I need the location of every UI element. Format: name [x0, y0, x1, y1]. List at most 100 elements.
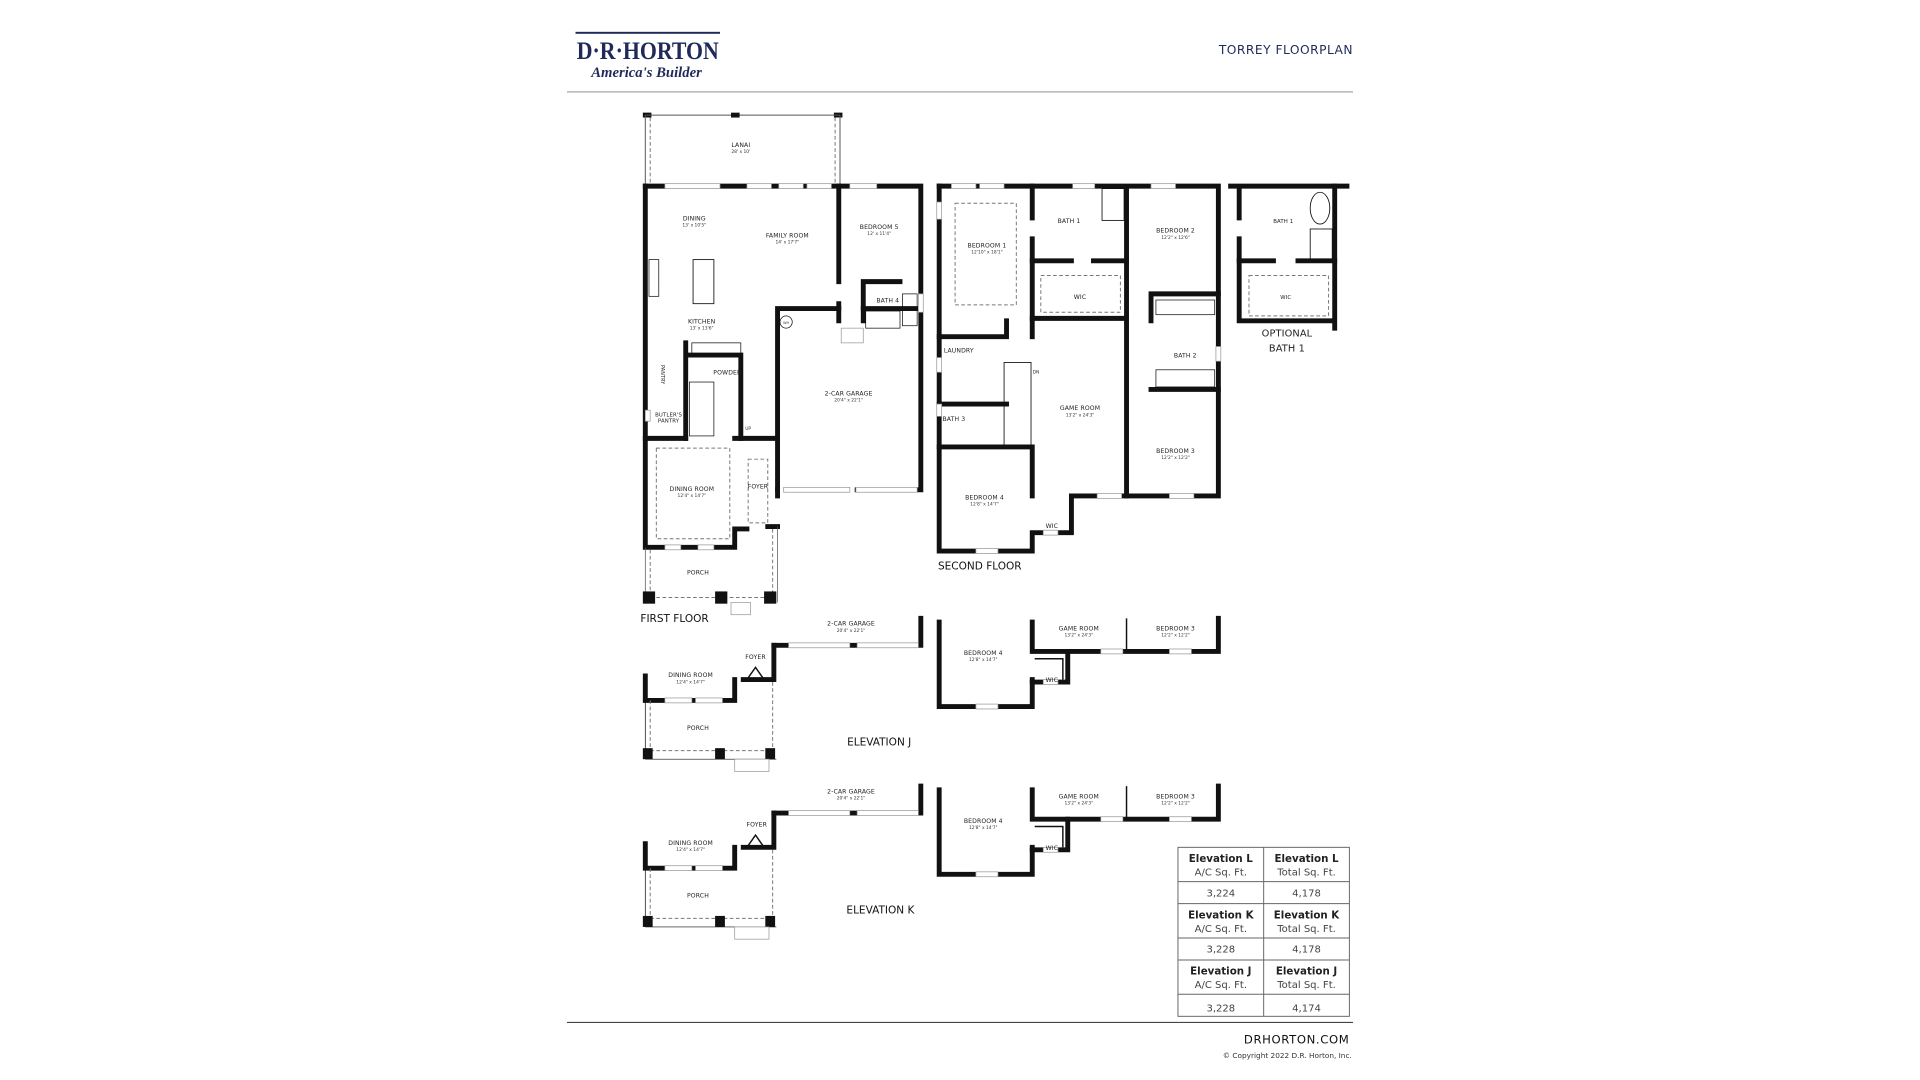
- optional-bath-label-line1: OPTIONAL: [1262, 329, 1313, 340]
- footer: DRHORTON.COM © Copyright 2022 D.R. Horto…: [566, 1021, 1354, 1060]
- optional-bath-1-room: BATH 1: [1273, 219, 1293, 225]
- elev-k-game-room: GAME ROOM: [1059, 793, 1099, 800]
- header-ac-k: Elevation K: [1188, 909, 1254, 921]
- elev-j-wic: WIC: [1046, 677, 1058, 684]
- value-ac-j: 3,228: [1206, 1003, 1235, 1014]
- website-link[interactable]: DRHORTON.COM: [1244, 1032, 1349, 1046]
- room-game-room: GAME ROOM: [1060, 405, 1100, 412]
- optional-bath-1-plan: BATH 1 WIC OPTIONAL BATH 1: [1228, 183, 1350, 354]
- stairs-down-label: DN: [1033, 369, 1040, 375]
- room-laundry: LAUNDRY: [944, 348, 974, 355]
- stairs-up-label: UP: [745, 426, 751, 432]
- elev-j-bedroom-3: BEDROOM 3: [1156, 626, 1195, 633]
- room-powder: POWDER: [713, 370, 742, 377]
- first-floor-label: FIRST FLOOR: [640, 613, 708, 625]
- room-bedroom-1-dims: 12'10" x 18'1": [971, 249, 1002, 255]
- elev-k-porch: PORCH: [687, 893, 709, 900]
- room-bath-4: BATH 4: [876, 297, 899, 304]
- room-wic-primary: WIC: [1074, 294, 1086, 301]
- table-row-elevation-l: Elevation L A/C Sq. Ft. Elevation L Tota…: [1189, 853, 1339, 899]
- header-ac-l: Elevation L: [1189, 853, 1253, 865]
- subheader-ac-k: A/C Sq. Ft.: [1195, 924, 1247, 935]
- drhorton-logo: D·R·HORTON America's Builder: [575, 31, 720, 81]
- room-dining-room-dims: 12'4" x 14'7": [678, 493, 707, 499]
- optional-wic-room: WIC: [1280, 295, 1291, 301]
- room-bedroom-4: BEDROOM 4: [965, 495, 1004, 502]
- elev-k-dining-room-dims: 12'4" x 14'7": [676, 847, 705, 853]
- room-wic-bedroom-4: WIC: [1046, 523, 1058, 530]
- elev-k-foyer: FOYER: [747, 822, 768, 829]
- elev-k-game-room-dims: 13'2" x 24'3": [1064, 800, 1093, 806]
- header-ac-j: Elevation J: [1190, 966, 1251, 978]
- room-bedroom-3-dims: 12'2" x 12'2": [1161, 455, 1190, 461]
- room-dining-dims: 13' x 10'5": [682, 223, 706, 229]
- subheader-total-k: Total Sq. Ft.: [1276, 924, 1336, 935]
- elev-j-garage-dims: 20'4" x 22'1": [837, 628, 866, 634]
- elevation-j-label: ELEVATION J: [847, 737, 911, 749]
- second-floor-label: SECOND FLOOR: [938, 560, 1022, 572]
- copyright: © Copyright 2022 D.R. Horton, Inc.: [1223, 1051, 1352, 1060]
- subheader-ac-l: A/C Sq. Ft.: [1195, 868, 1247, 879]
- room-bedroom-4-dims: 12'8" x 14'7": [970, 502, 999, 508]
- table-row-elevation-j: Elevation J A/C Sq. Ft. Elevation J Tota…: [1190, 966, 1337, 1015]
- first-floor-plan: WH UP LANAI 28' x 10' DINING 13' x 10'5"…: [640, 112, 924, 625]
- room-porch: PORCH: [687, 569, 709, 576]
- elev-j-dining-room-dims: 12'4" x 14'7": [676, 679, 705, 685]
- room-bedroom-2: BEDROOM 2: [1156, 228, 1195, 235]
- value-total-l: 4,178: [1292, 888, 1321, 899]
- header-total-l: Elevation L: [1275, 853, 1339, 865]
- square-footage-table: Elevation L A/C Sq. Ft. Elevation L Tota…: [1177, 846, 1350, 1017]
- elev-k-bedroom-3: BEDROOM 3: [1156, 793, 1195, 800]
- elev-k-bedroom-4-dims: 12'8" x 14'7": [969, 825, 998, 831]
- room-bedroom-5-dims: 12' x 11'4": [867, 231, 891, 237]
- header: D·R·HORTON America's Builder TORREY FLOO…: [566, 31, 1354, 93]
- subheader-ac-j: A/C Sq. Ft.: [1195, 980, 1247, 991]
- elevation-j-plan: 2-CAR GARAGE 20'4" x 22'1" FOYER DINING …: [643, 618, 1219, 771]
- value-total-k: 4,178: [1292, 945, 1321, 956]
- value-total-j: 4,174: [1292, 1003, 1321, 1014]
- table-row-elevation-k: Elevation K A/C Sq. Ft. Elevation K Tota…: [1188, 909, 1340, 955]
- water-heater-label: WH: [783, 321, 789, 325]
- value-ac-l: 3,224: [1206, 888, 1235, 899]
- room-bath-3: BATH 3: [942, 416, 965, 423]
- elev-k-wic: WIC: [1046, 845, 1058, 852]
- room-bedroom-5: BEDROOM 5: [860, 224, 899, 231]
- elev-k-bedroom-4: BEDROOM 4: [964, 818, 1003, 825]
- room-kitchen: KITCHEN: [688, 318, 715, 325]
- elev-k-bedroom-3-dims: 12'2" x 12'2": [1161, 800, 1190, 806]
- room-bedroom-2-dims: 12'2" x 12'6": [1161, 235, 1190, 241]
- second-floor-plan: DN BEDROOM 1 12'10" x 18'1" BATH 1 BEDRO…: [936, 183, 1222, 572]
- room-lanai-dims: 28' x 10': [731, 149, 750, 155]
- subheader-total-j: Total Sq. Ft.: [1276, 980, 1336, 991]
- value-ac-k: 3,228: [1206, 945, 1235, 956]
- elevation-k-plan: 2-CAR GARAGE 20'4" x 22'1" FOYER DINING …: [643, 786, 1219, 939]
- room-family-room: FAMILY ROOM: [766, 233, 809, 240]
- room-butlers-pantry-line1: BUTLER'S: [655, 412, 682, 418]
- room-kitchen-dims: 13' x 13'6": [690, 325, 714, 331]
- optional-bath-label-line2: BATH 1: [1269, 343, 1305, 354]
- room-butlers-pantry-line2: PANTRY: [658, 418, 680, 424]
- elev-k-garage-dims: 20'4" x 22'1": [837, 796, 866, 802]
- elev-j-bedroom-4: BEDROOM 4: [964, 650, 1003, 657]
- elev-k-dining-room: DINING ROOM: [668, 840, 713, 847]
- room-dining: DINING: [683, 215, 706, 222]
- elevation-k-label: ELEVATION K: [846, 904, 915, 916]
- room-lanai: LANAI: [731, 142, 750, 149]
- elev-j-bedroom-3-dims: 12'2" x 12'2": [1161, 633, 1190, 639]
- room-bath-2: BATH 2: [1174, 353, 1197, 360]
- logo-wordmark: D·R·HORTON: [577, 36, 719, 65]
- elev-j-porch: PORCH: [687, 725, 709, 732]
- subheader-total-l: Total Sq. Ft.: [1276, 868, 1336, 879]
- elev-j-foyer: FOYER: [745, 654, 766, 661]
- logo-tagline: America's Builder: [590, 65, 702, 81]
- plan-title: TORREY FLOORPLAN: [1218, 43, 1353, 57]
- room-foyer: FOYER: [748, 484, 769, 491]
- elev-j-garage: 2-CAR GARAGE: [827, 621, 875, 628]
- room-game-room-dims: 13'2" x 24'3": [1066, 412, 1095, 418]
- room-garage-dims: 20'4" x 22'1": [834, 398, 863, 404]
- room-family-room-dims: 14' x 17'7": [775, 240, 799, 246]
- room-bath-1: BATH 1: [1058, 218, 1081, 225]
- room-bedroom-1: BEDROOM 1: [968, 242, 1007, 249]
- header-total-j: Elevation J: [1276, 966, 1337, 978]
